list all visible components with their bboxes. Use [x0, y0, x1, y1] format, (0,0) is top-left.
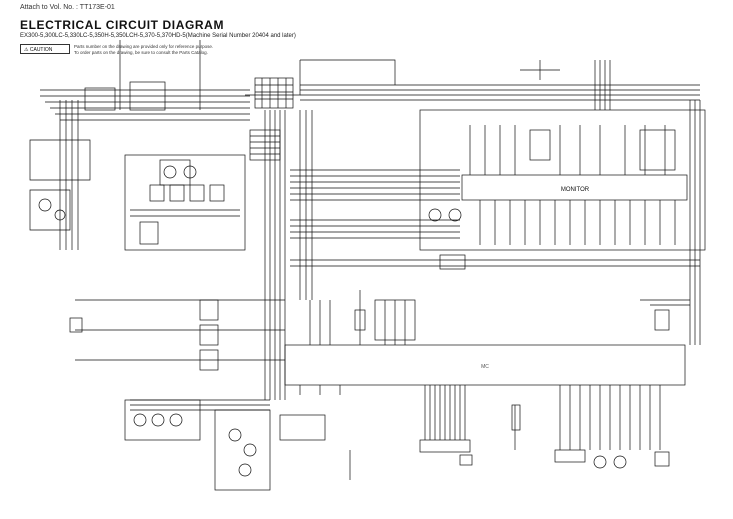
page-subtitle: EX300-5,300LC-5,330LC-5,350H-5,350LCH-5,… — [20, 33, 296, 39]
header: Attach to Vol. No. : TT173E-01 ELECTRICA… — [0, 0, 733, 60]
caution-line-2: To order parts on the drawing, be sure t… — [74, 49, 208, 55]
page-title: ELECTRICAL CIRCUIT DIAGRAM — [20, 18, 225, 32]
top-connector — [249, 77, 294, 161]
monitor-block — [419, 109, 706, 270]
caution-text: Parts number on the drawing are provided… — [74, 44, 213, 55]
right-harness — [520, 60, 701, 345]
relay-cluster — [124, 154, 246, 251]
caution-icon: ⚠ — [24, 47, 29, 53]
lower-left-column — [69, 40, 351, 491]
caution-box: ⚠ CAUTION — [20, 44, 70, 54]
monitor-label: MONITOR — [561, 187, 590, 193]
bottom-connectors — [419, 385, 670, 469]
vertical-bus — [245, 59, 396, 400]
controller-block — [284, 290, 686, 395]
caution-line-1: Parts number on the drawing are provided… — [74, 44, 214, 49]
controller-label: MC — [481, 364, 489, 370]
main-horizontal-harness — [290, 84, 700, 300]
attach-note: Attach to Vol. No. : TT173E-01 — [20, 4, 115, 11]
caution-label: CAUTION — [29, 47, 53, 53]
left-harness-lines — [29, 81, 250, 250]
